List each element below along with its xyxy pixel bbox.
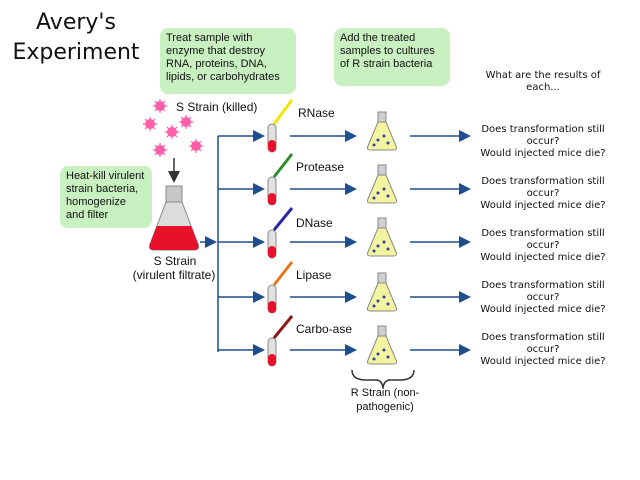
row-arrows [218,130,471,356]
r-strain-sub-label: pathogenic) [356,401,414,413]
test-tube-icon [267,153,294,206]
question-occur: occur? [526,344,560,355]
question-block-2: Does transformation still occur? Would i… [480,176,606,212]
test-tube-icon [267,315,294,367]
enzyme-label-rnase: RNase [298,106,335,120]
results-header: What are the results of each... [485,70,601,93]
question-transformation: Does transformation still [481,332,605,343]
enzyme-label-protease: Protease [296,160,345,174]
r-strain-flask-icon [366,325,398,365]
enzyme-label-carbo-ase: Carbo-ase [296,322,353,336]
s-strain-label: S Strain [153,254,197,268]
heat-kill-box: Heat-kill virulent strain bacteria, homo… [60,166,152,228]
add-samples-box: Add the treated samples to cultures of R… [334,28,450,86]
r-strain-flask-icon [366,164,398,204]
test-tube-icon [267,261,294,314]
enzyme-label-lipase: Lipase [296,268,332,282]
s-strain-sub-label: (virulent filtrate) [132,268,216,282]
s-strain-flask-icon [149,185,199,251]
question-transformation: Does transformation still [481,176,605,187]
r-strain-flask-icon [366,111,398,151]
question-mice: Would injected mice die? [480,148,606,159]
question-mice: Would injected mice die? [480,252,606,263]
enzyme-label-dnase: DNase [296,216,333,230]
question-block-4: Does transformation still occur? Would i… [480,280,606,316]
test-tube-icon [267,99,294,153]
question-occur: occur? [526,188,560,199]
r-strain-label: R Strain (non- [350,387,420,399]
question-transformation: Does transformation still [481,280,605,291]
question-block-5: Does transformation still occur? Would i… [480,332,606,368]
test-tube-icon [267,207,294,259]
r-strain-brace [351,369,415,389]
question-mice: Would injected mice die? [480,304,606,315]
question-mice: Would injected mice die? [480,200,606,211]
question-block-3: Does transformation still occur? Would i… [480,228,606,264]
r-strain-flask-icon [366,272,398,312]
treat-sample-box: Treat sample with enzyme that destroy RN… [160,28,296,94]
page-title: Avery's Experiment [12,10,140,65]
question-occur: occur? [526,136,560,147]
question-occur: occur? [526,292,560,303]
question-transformation: Does transformation still [481,124,605,135]
question-mice: Would injected mice die? [480,356,606,367]
question-block-1: Does transformation still occur? Would i… [480,124,606,160]
bacteria-spikes [143,99,203,157]
question-transformation: Does transformation still [481,228,605,239]
r-strain-flask-icon [366,217,398,257]
s-strain-killed-label: S Strain (killed) [176,100,258,114]
question-occur: occur? [526,240,560,251]
